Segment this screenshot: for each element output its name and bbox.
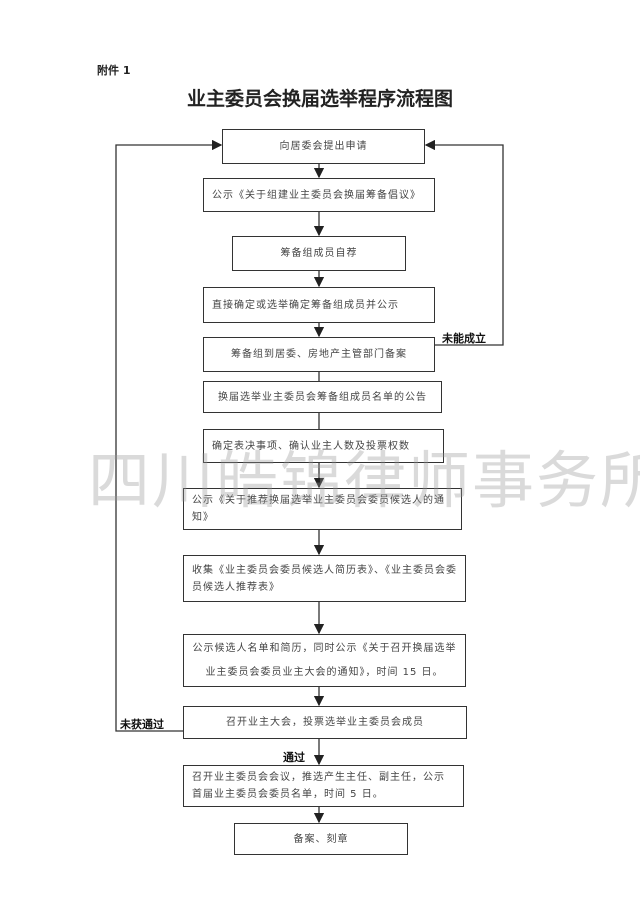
label-not-established: 未能成立: [442, 332, 486, 345]
step-voting-matters: 确定表决事项、确认业主人数及投票权数: [203, 429, 444, 463]
page-title: 业主委员会换届选举程序流程图: [186, 88, 453, 110]
label-not-passed: 未获通过: [120, 718, 164, 731]
label-passed: 通过: [283, 751, 305, 764]
step-publish-proposal: 公示《关于组建业主委员会换届筹备倡议》: [203, 178, 435, 212]
step-candidate-notice: 公示《关于推荐换届选举业主委员会委员候选人的通知》: [183, 488, 462, 530]
step-publish-candidates: 公示候选人名单和简历，同时公示《关于召开换届选举业主委员会委员业主大会的通知》，…: [183, 634, 466, 687]
step-committee-meeting: 召开业主委员会会议，推选产生主任、副主任，公示首届业主委员会委员名单，时间 5 …: [183, 765, 464, 807]
step-self-nomination: 筹备组成员自荐: [232, 236, 406, 271]
step-seal: 备案、刻章: [234, 823, 408, 855]
step-collect-forms: 收集《业主委员会委员候选人简历表》、《业主委员会委员候选人推荐表》: [183, 555, 466, 602]
attachment-label: 附件 1: [97, 64, 131, 77]
step-confirm-members: 直接确定或选举确定筹备组成员并公示: [203, 287, 435, 323]
step-announcement: 换届选举业主委员会筹备组成员名单的公告: [203, 381, 442, 413]
step-filing: 筹备组到居委、房地产主管部门备案: [203, 337, 435, 372]
step-owners-meeting: 召开业主大会，投票选举业主委员会成员: [183, 706, 467, 739]
step-apply: 向居委会提出申请: [222, 129, 425, 164]
